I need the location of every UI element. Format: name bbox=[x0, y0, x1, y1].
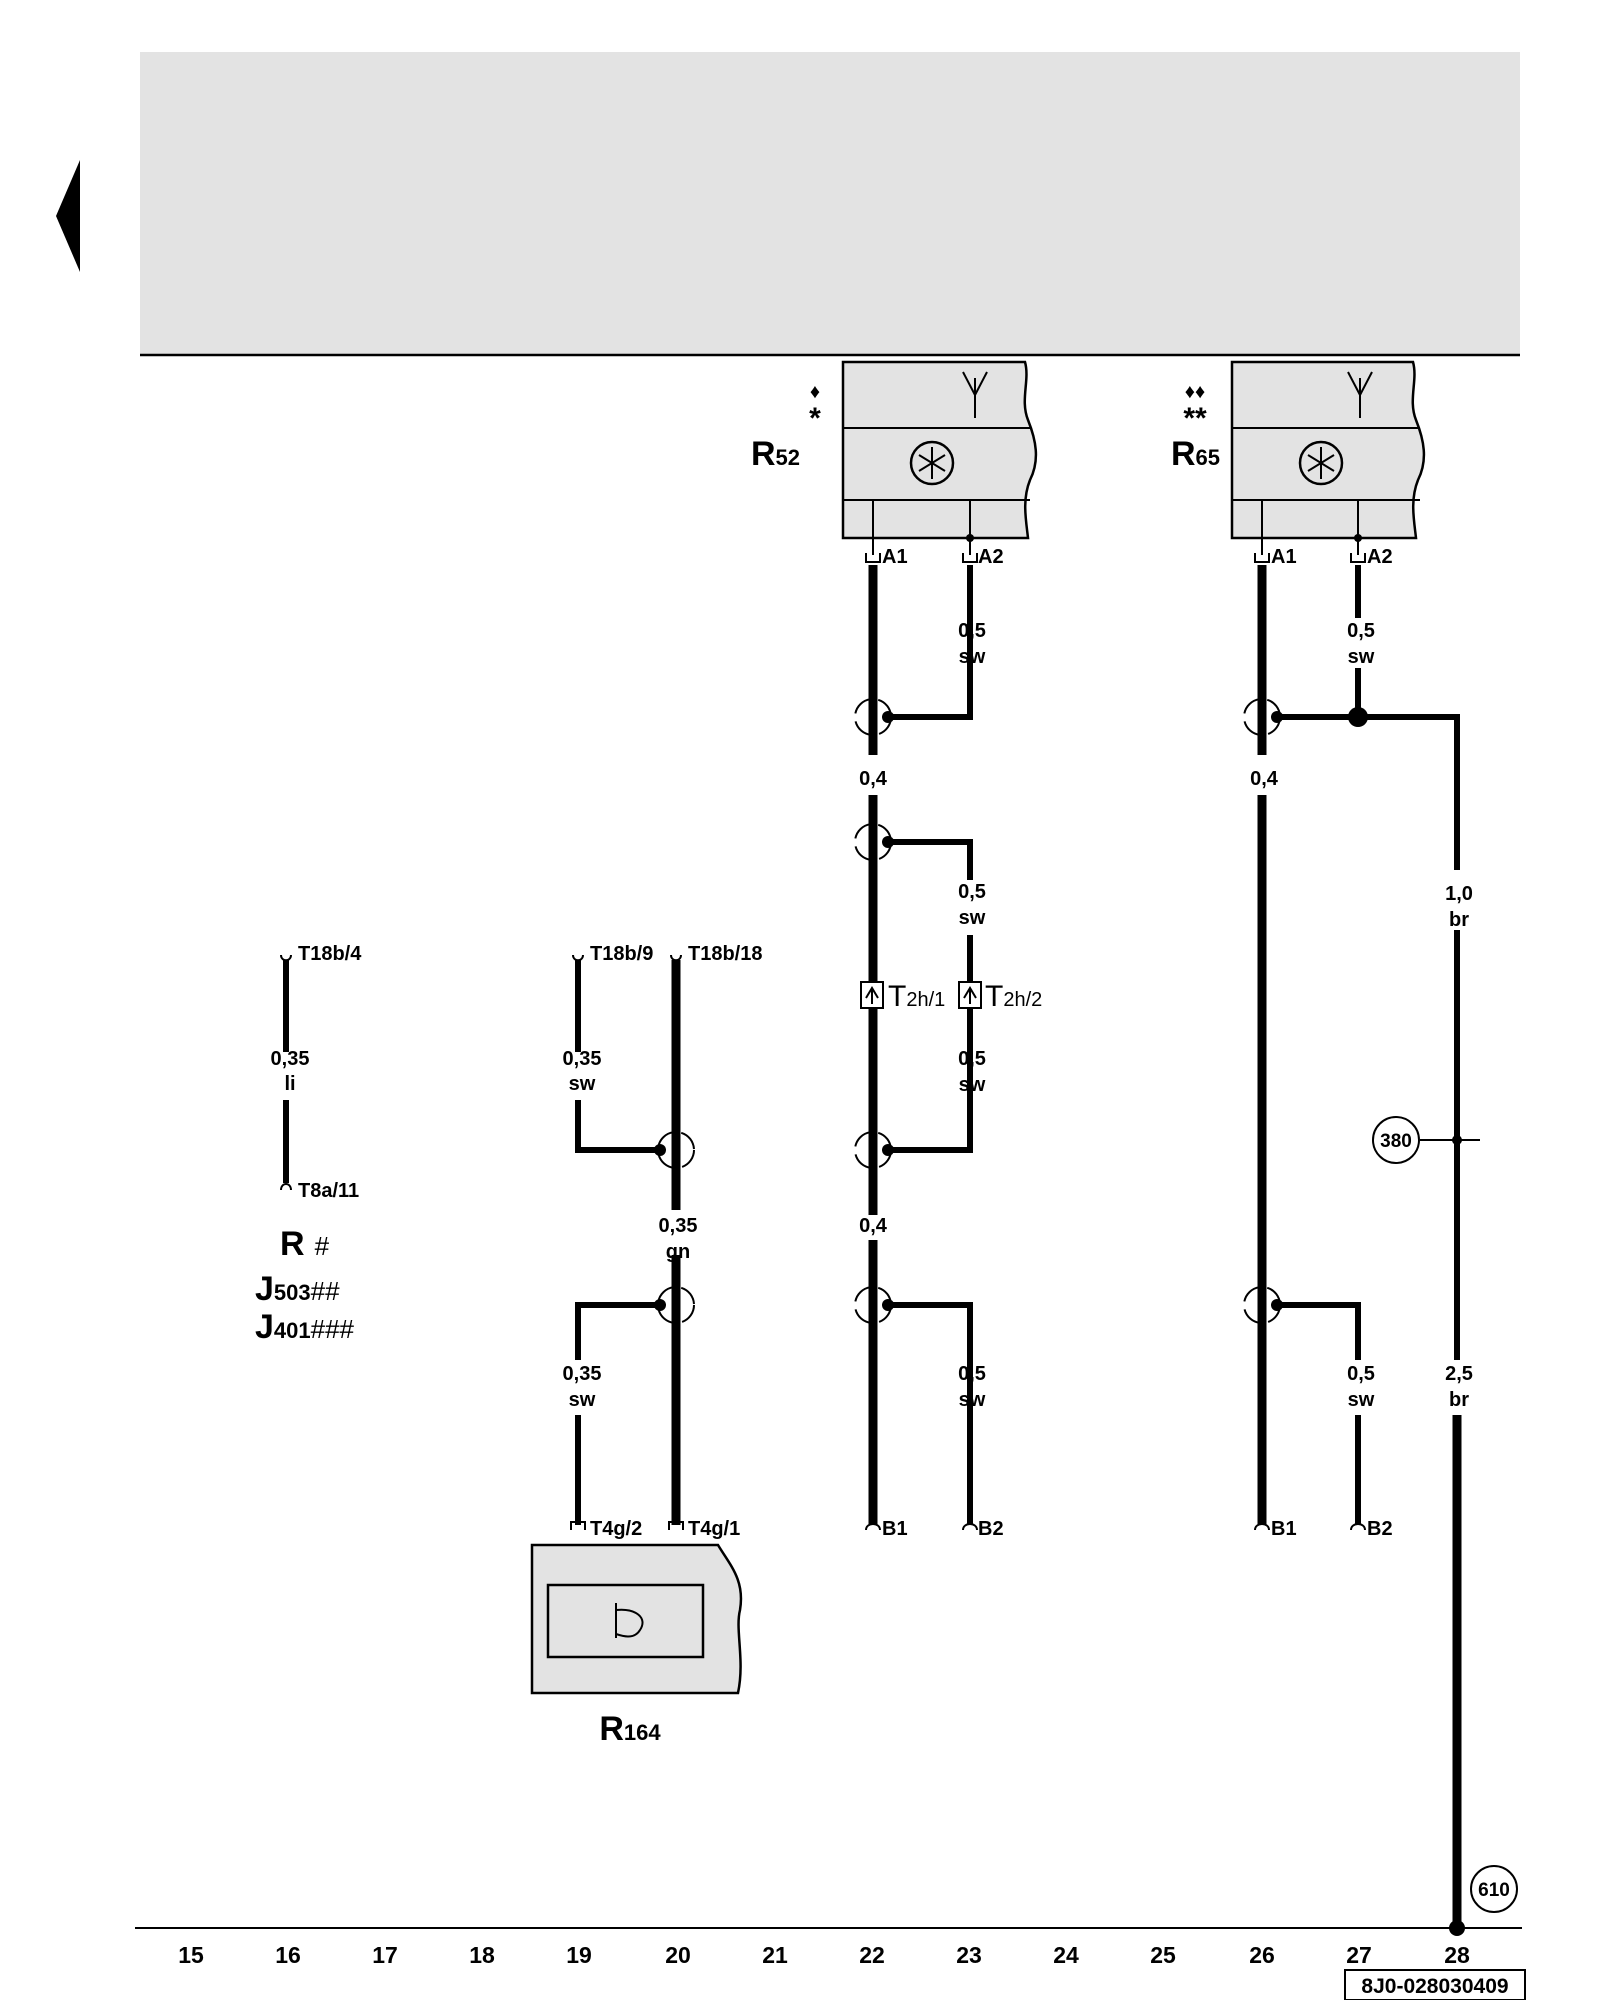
component-r164 bbox=[530, 1543, 743, 1695]
header-band bbox=[140, 52, 1520, 355]
pin-t18b4: T18b/4 bbox=[298, 943, 362, 965]
pin-r65-a1: A1 bbox=[1271, 546, 1297, 568]
wire-size: 0,35 bbox=[659, 1215, 698, 1237]
wiring-column-16 bbox=[280, 954, 292, 1191]
svg-text:610: 610 bbox=[1478, 1880, 1510, 1901]
wire-color: gn bbox=[666, 1241, 690, 1263]
column-number: 26 bbox=[1249, 1942, 1275, 1968]
magnet-symbol-icon bbox=[615, 1603, 644, 1638]
column-number: 27 bbox=[1346, 1942, 1372, 1968]
previous-page-arrow-icon[interactable] bbox=[56, 160, 80, 272]
r65-mark-2: ** bbox=[1183, 402, 1207, 435]
pin-b1: B1 bbox=[882, 1518, 908, 1540]
r52-mark-2: * bbox=[809, 402, 821, 435]
wiring-r164 bbox=[570, 954, 695, 1530]
wire-color: sw bbox=[569, 1073, 596, 1095]
wire-color: sw bbox=[959, 907, 986, 929]
pin-t4g1: T4g/1 bbox=[688, 1518, 740, 1540]
reference-380[interactable]: 380 bbox=[1372, 1116, 1420, 1164]
wire-size: 0,5 bbox=[1347, 1363, 1375, 1385]
wire-color: sw bbox=[959, 646, 986, 668]
r164-label: R164 bbox=[599, 1710, 661, 1748]
wiring-r65 bbox=[1243, 565, 1480, 1936]
column-number: 25 bbox=[1150, 1942, 1176, 1968]
reference-610[interactable]: 610 bbox=[1470, 1865, 1518, 1913]
column-number: 23 bbox=[956, 1942, 982, 1968]
r65-mark-1: ♦♦ bbox=[1185, 381, 1205, 403]
wire-size: 2,5 bbox=[1445, 1363, 1473, 1385]
svg-text:8J0-028030409: 8J0-028030409 bbox=[1361, 1975, 1508, 1998]
connector-t2h1: T2h/1 bbox=[888, 980, 945, 1013]
wire-color: sw bbox=[1348, 1389, 1375, 1411]
wire-color: sw bbox=[959, 1074, 986, 1096]
column-number: 20 bbox=[665, 1942, 691, 1968]
column-number: 15 bbox=[178, 1942, 204, 1968]
pin-t4g2: T4g/2 bbox=[590, 1518, 642, 1540]
wire-size: 0,35 bbox=[563, 1048, 602, 1070]
pin-t18b9: T18b/9 bbox=[590, 943, 653, 965]
wire-color: br bbox=[1449, 1389, 1469, 1411]
wire-size: 0,5 bbox=[958, 1363, 986, 1385]
wire-size: 0,5 bbox=[958, 881, 986, 903]
component-r52 bbox=[841, 360, 1038, 555]
speaker-symbol-icon bbox=[909, 440, 955, 486]
pin-r65-a2: A2 bbox=[1367, 546, 1393, 568]
wire-size: 0,5 bbox=[958, 1048, 986, 1070]
pin-t18b18: T18b/18 bbox=[688, 943, 762, 965]
wire-color: sw bbox=[569, 1389, 596, 1411]
wire-size: 0,4 bbox=[859, 1215, 888, 1237]
antenna-icon bbox=[962, 371, 988, 418]
wire-size: 0,5 bbox=[958, 620, 986, 642]
column-number: 22 bbox=[859, 1942, 885, 1968]
pin-r52-a2: A2 bbox=[978, 546, 1004, 568]
r52-mark-1: ♦ bbox=[810, 381, 820, 403]
wire-color: br bbox=[1449, 909, 1469, 931]
wire-size: 1,0 bbox=[1445, 883, 1473, 905]
pin-b2: B2 bbox=[1367, 1518, 1393, 1540]
antenna-icon bbox=[1347, 371, 1373, 418]
r52-label: R52 bbox=[751, 435, 800, 473]
wire-size: 0,5 bbox=[1347, 620, 1375, 642]
column-number: 21 bbox=[762, 1942, 788, 1968]
wire-size: 0,35 bbox=[271, 1048, 310, 1070]
wire-size: 0,35 bbox=[563, 1363, 602, 1385]
wire-size: 0,4 bbox=[1250, 768, 1279, 790]
column-number: 24 bbox=[1053, 1942, 1079, 1968]
r65-label: R65 bbox=[1171, 435, 1220, 473]
wire-color: sw bbox=[1348, 646, 1375, 668]
svg-text:380: 380 bbox=[1380, 1131, 1412, 1152]
pin-r52-a1: A1 bbox=[882, 546, 908, 568]
column-number: 16 bbox=[275, 1942, 301, 1968]
column-number: 18 bbox=[469, 1942, 495, 1968]
pin-markers-top bbox=[865, 553, 1366, 563]
connector-t2h2: T2h/2 bbox=[985, 980, 1042, 1013]
pin-b1: B1 bbox=[1271, 1518, 1297, 1540]
wire-color: li bbox=[284, 1073, 295, 1095]
pin-b2: B2 bbox=[978, 1518, 1004, 1540]
option-r: R# bbox=[280, 1225, 330, 1263]
pin-t8a11: T8a/11 bbox=[298, 1180, 359, 1202]
wiring-r52 bbox=[854, 565, 982, 1525]
component-r65 bbox=[1230, 360, 1426, 555]
wire-size: 0,4 bbox=[859, 768, 888, 790]
pin-markers-bottom bbox=[865, 1523, 1366, 1531]
speaker-symbol-icon bbox=[1298, 440, 1344, 486]
option-j503: J503## bbox=[255, 1270, 340, 1308]
column-number: 19 bbox=[566, 1942, 592, 1968]
document-id: 8J0-028030409 bbox=[1344, 1969, 1526, 2000]
column-number: 28 bbox=[1444, 1942, 1470, 1968]
wire-color: sw bbox=[959, 1389, 986, 1411]
column-numbers: 15 16 17 18 19 20 21 22 23 24 25 26 27 2… bbox=[178, 1942, 1470, 1968]
column-number: 17 bbox=[372, 1942, 398, 1968]
option-j401: J401### bbox=[255, 1308, 355, 1346]
